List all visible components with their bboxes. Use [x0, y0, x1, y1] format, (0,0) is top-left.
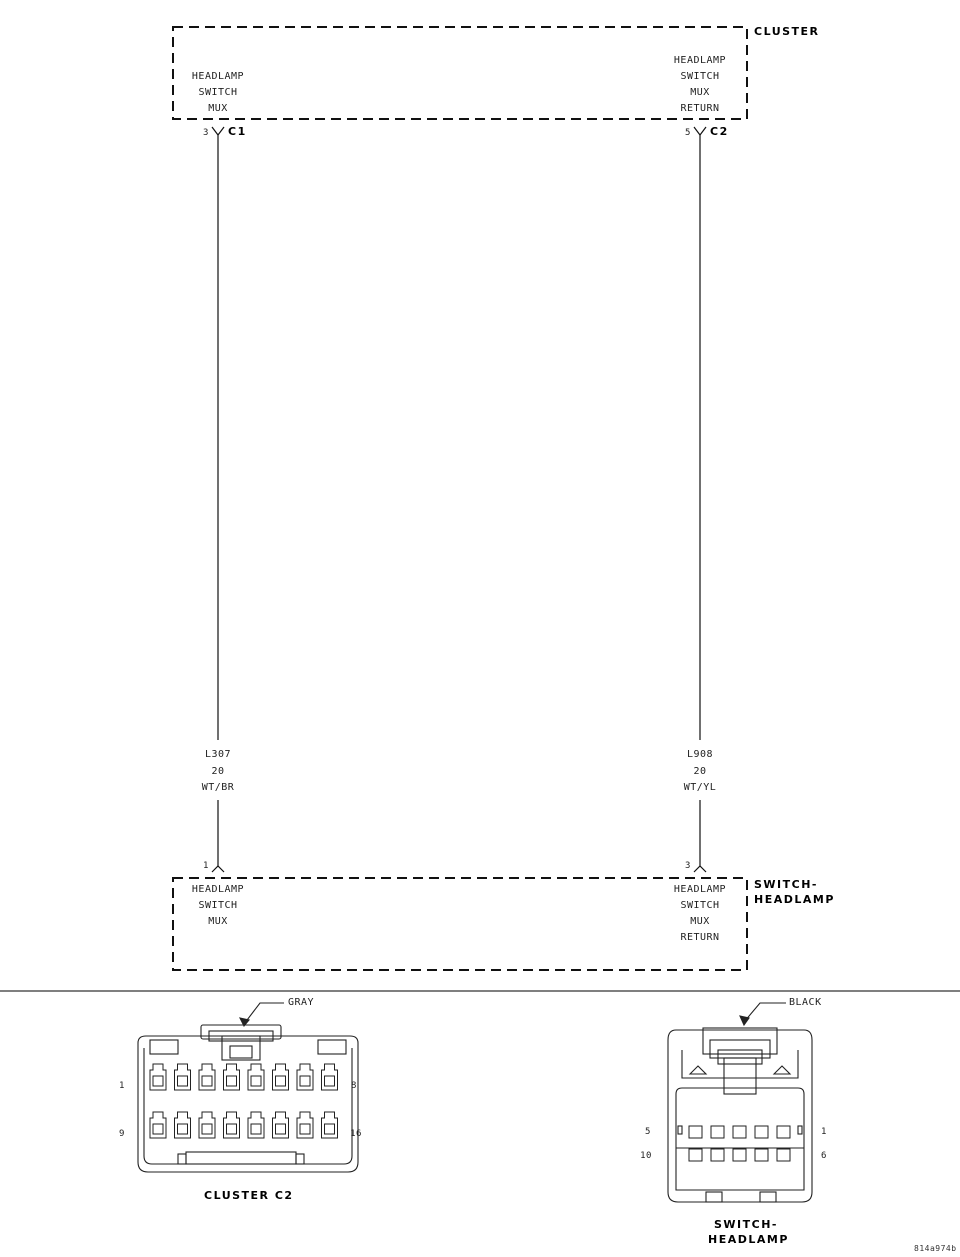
cluster-right-pin-label-4: RETURN	[680, 103, 720, 114]
cluster-cavity	[272, 1111, 289, 1139]
cluster-c2-cavities	[149, 1063, 338, 1139]
figure-code: 814a974b	[914, 1244, 957, 1253]
cluster-title: CLUSTER	[754, 25, 820, 38]
cluster-cavity	[174, 1111, 191, 1139]
switch-cavity	[710, 1148, 725, 1162]
cluster-cavity	[247, 1063, 265, 1091]
switch-headlamp-cavities	[688, 1125, 791, 1162]
wire-l908-gauge: 20	[693, 766, 707, 777]
switch-cavity	[754, 1148, 769, 1162]
cluster-c2-pin-1-label: 1	[119, 1081, 125, 1091]
cluster-left-connector-id: C1	[228, 125, 247, 138]
switch-cavity	[688, 1148, 703, 1162]
cluster-right-pin-label-2: SWITCH	[680, 71, 720, 82]
cluster-cavity	[296, 1111, 314, 1139]
cluster-cavity	[296, 1063, 314, 1091]
switch-connector-pin-1-label: 1	[821, 1127, 827, 1137]
switch-right-pin-label-3: MUX	[690, 916, 710, 927]
cluster-left-pin-label-2: SWITCH	[198, 87, 238, 98]
switch-cavity	[754, 1125, 769, 1139]
cluster-cavity	[198, 1111, 216, 1139]
wire-l908-color: WT/YL	[683, 782, 717, 793]
cluster-c2-connector-drawing	[137, 1002, 359, 1173]
cluster-c2-color-label: GRAY	[288, 997, 315, 1008]
cluster-c2-title: CLUSTER C2	[204, 1189, 294, 1202]
switch-connector-title-line-1: SWITCH-	[714, 1218, 778, 1231]
cluster-right-pin-number: 5	[685, 128, 691, 138]
wire-l307-color: WT/BR	[201, 782, 235, 793]
cluster-c2-pin-16-label: 16	[350, 1129, 362, 1139]
cluster-right-connector-id: C2	[710, 125, 729, 138]
cluster-left-pin-label-1: HEADLAMP	[191, 71, 245, 82]
cluster-cavity	[272, 1063, 289, 1091]
wire-l908-circuit: L908	[686, 749, 714, 760]
cluster-cavity	[321, 1063, 338, 1091]
cluster-left-pin-number: 3	[203, 128, 209, 138]
switch-cavity	[710, 1125, 725, 1139]
wire-l908	[693, 126, 707, 873]
cluster-cavity	[223, 1111, 240, 1139]
cluster-cavity	[149, 1063, 167, 1091]
cluster-left-pin-label-3: MUX	[208, 103, 228, 114]
cluster-cavity	[223, 1063, 240, 1091]
wire-l307-circuit: L307	[204, 749, 232, 760]
cluster-c2-pin-8-label: 8	[351, 1081, 357, 1091]
switch-connector-pin-5-label: 5	[645, 1127, 651, 1137]
wire-l307	[211, 126, 225, 873]
cluster-cavity	[149, 1111, 167, 1139]
cluster-cavity	[174, 1063, 191, 1091]
wire-l307-gauge: 20	[211, 766, 225, 777]
switch-left-pin-label-2: SWITCH	[198, 900, 238, 911]
switch-cavity	[776, 1148, 791, 1162]
cluster-c2-pin-9-label: 9	[119, 1129, 125, 1139]
cluster-box	[172, 26, 748, 120]
switch-connector-color-label: BLACK	[789, 997, 822, 1008]
switch-title-line-2: HEADLAMP	[754, 893, 835, 906]
cluster-cavity	[198, 1063, 216, 1091]
switch-connector-title-line-2: HEADLAMP	[708, 1233, 789, 1246]
switch-connector-pin-10-label: 10	[640, 1151, 652, 1161]
switch-right-pin-label-2: SWITCH	[680, 900, 720, 911]
cluster-cavity	[247, 1111, 265, 1139]
switch-left-pin-label-1: HEADLAMP	[191, 884, 245, 895]
switch-right-pin-label-1: HEADLAMP	[673, 884, 727, 895]
switch-right-pin-number: 3	[685, 861, 691, 871]
switch-title-line-1: SWITCH-	[754, 878, 818, 891]
switch-left-pin-label-3: MUX	[208, 916, 228, 927]
switch-cavity	[688, 1125, 703, 1139]
switch-cavity	[732, 1148, 747, 1162]
switch-cavity	[776, 1125, 791, 1139]
switch-left-pin-number: 1	[203, 861, 209, 871]
switch-headlamp-connector-drawing	[667, 1002, 813, 1203]
switch-cavity	[732, 1125, 747, 1139]
switch-headlamp-box	[172, 877, 748, 971]
switch-connector-pin-6-label: 6	[821, 1151, 827, 1161]
cluster-right-pin-label-1: HEADLAMP	[673, 55, 727, 66]
cluster-right-pin-label-3: MUX	[690, 87, 710, 98]
switch-right-pin-label-4: RETURN	[680, 932, 720, 943]
cluster-cavity	[321, 1111, 338, 1139]
